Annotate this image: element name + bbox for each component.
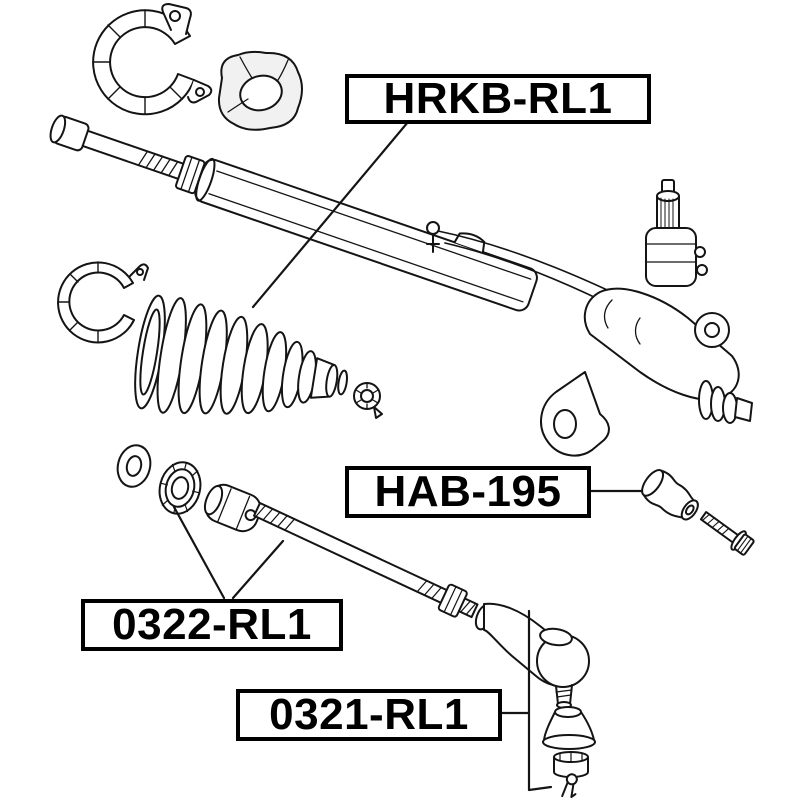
steering-rack-housing <box>49 114 538 312</box>
gearbox-mounting-bracket <box>540 371 610 457</box>
pipe-union-fitting <box>426 221 440 253</box>
rack-clamp-bracket <box>92 3 213 116</box>
subframe-bushing <box>641 469 699 521</box>
leader-line-0321 <box>498 609 553 792</box>
part-label-0321-rl1: 0321-RL1 <box>236 689 502 741</box>
part-label-hrkb-rl1: HRKB-RL1 <box>345 74 651 124</box>
leader-lines <box>172 120 644 792</box>
ball-joint-dust-boot <box>542 706 596 750</box>
leader-line-0322 <box>172 505 285 600</box>
bushing-bolt <box>699 511 755 556</box>
cotter-pin <box>561 773 578 799</box>
rack-end-small-boot <box>698 380 753 424</box>
retainer-clip <box>353 382 383 419</box>
part-label-0322-rl1: 0322-RL1 <box>81 599 343 651</box>
rack-grommet-bushing <box>217 50 303 131</box>
part-label-hab-195: HAB-195 <box>345 466 591 518</box>
steering-gearbox <box>540 179 753 457</box>
washer <box>116 444 152 488</box>
leader-line-hrkb <box>251 120 410 309</box>
inner-tie-rod <box>253 501 479 619</box>
tie-rod-end <box>474 602 590 709</box>
castle-nut <box>553 751 589 778</box>
inner-socket-housing <box>203 483 262 533</box>
seal-ring <box>158 461 202 515</box>
boot-clamp-band <box>57 261 149 344</box>
rack-boot-bellows <box>134 294 348 415</box>
